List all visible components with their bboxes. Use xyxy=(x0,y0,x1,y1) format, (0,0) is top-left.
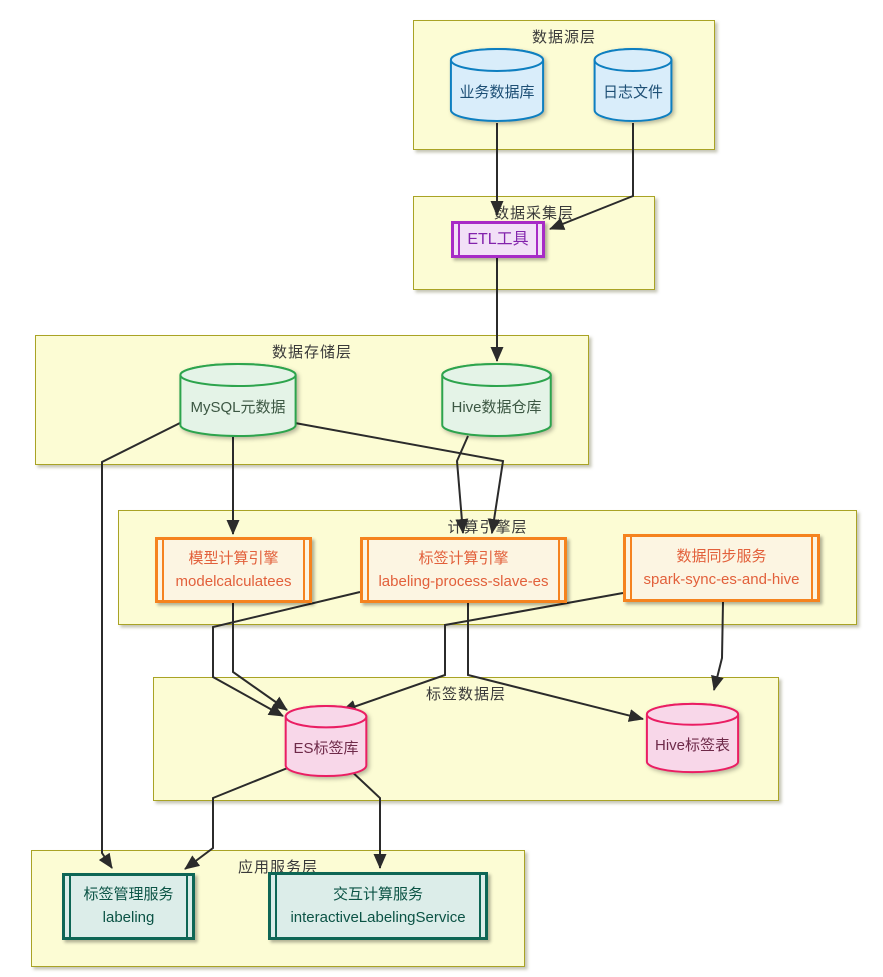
edge-mysql_meta-to-label_mgmt xyxy=(98,421,183,869)
node-etl-tool: ETL工具 xyxy=(451,221,545,258)
database-cylinder-icon xyxy=(449,47,545,123)
layer-data-source-label: 数据源层 xyxy=(531,29,596,46)
data-sync-service-subtitle: spark-sync-es-and-hive xyxy=(643,570,800,588)
node-es-label-store: ES标签库 xyxy=(284,704,368,778)
node-hive-warehouse: Hive数据仓库 xyxy=(440,362,553,438)
node-model-compute-engine: 模型计算引擎 modelcalculatees xyxy=(155,537,312,603)
hive-label-table-label: Hive标签表 xyxy=(654,736,730,754)
model-compute-engine-subtitle: modelcalculatees xyxy=(175,572,292,590)
layer-data-storage-label: 数据存储层 xyxy=(271,344,352,361)
node-interactive-compute-service: 交互计算服务 interactiveLabelingService xyxy=(268,872,488,940)
es-label-store-label: ES标签库 xyxy=(293,739,359,757)
node-log-file: 日志文件 xyxy=(593,47,673,123)
node-data-sync-service: 数据同步服务 spark-sync-es-and-hive xyxy=(623,534,820,602)
node-label-management-service: 标签管理服务 labeling xyxy=(62,873,195,940)
mysql-metadata-label: MySQL元数据 xyxy=(190,398,286,416)
interactive-compute-service-title: 交互计算服务 xyxy=(332,885,423,903)
label-management-service-title: 标签管理服务 xyxy=(83,886,174,903)
hive-warehouse-label: Hive数据仓库 xyxy=(451,398,542,416)
database-cylinder-icon xyxy=(645,702,740,774)
etl-tool-label: ETL工具 xyxy=(467,230,529,248)
layer-label-data-label: 标签数据层 xyxy=(425,686,506,703)
data-sync-service-title: 数据同步服务 xyxy=(676,547,767,565)
node-hive-label-table: Hive标签表 xyxy=(645,702,740,774)
layer-data-collection-label: 数据采集层 xyxy=(493,205,574,222)
label-management-service-subtitle: labeling xyxy=(102,909,155,926)
business-database-label: 业务数据库 xyxy=(459,83,535,101)
log-file-label: 日志文件 xyxy=(602,83,663,101)
interactive-compute-service-subtitle: interactiveLabelingService xyxy=(290,908,466,926)
node-business-database: 业务数据库 xyxy=(449,47,545,123)
label-compute-engine-subtitle: labeling-process-slave-es xyxy=(378,572,549,590)
database-cylinder-icon xyxy=(440,362,553,438)
label-compute-engine-title: 标签计算引擎 xyxy=(418,549,509,567)
node-mysql-metadata: MySQL元数据 xyxy=(178,362,298,438)
node-label-compute-engine: 标签计算引擎 labeling-process-slave-es xyxy=(360,537,567,603)
model-compute-engine-title: 模型计算引擎 xyxy=(188,549,279,567)
database-cylinder-icon xyxy=(178,362,298,438)
database-cylinder-icon xyxy=(593,47,673,123)
